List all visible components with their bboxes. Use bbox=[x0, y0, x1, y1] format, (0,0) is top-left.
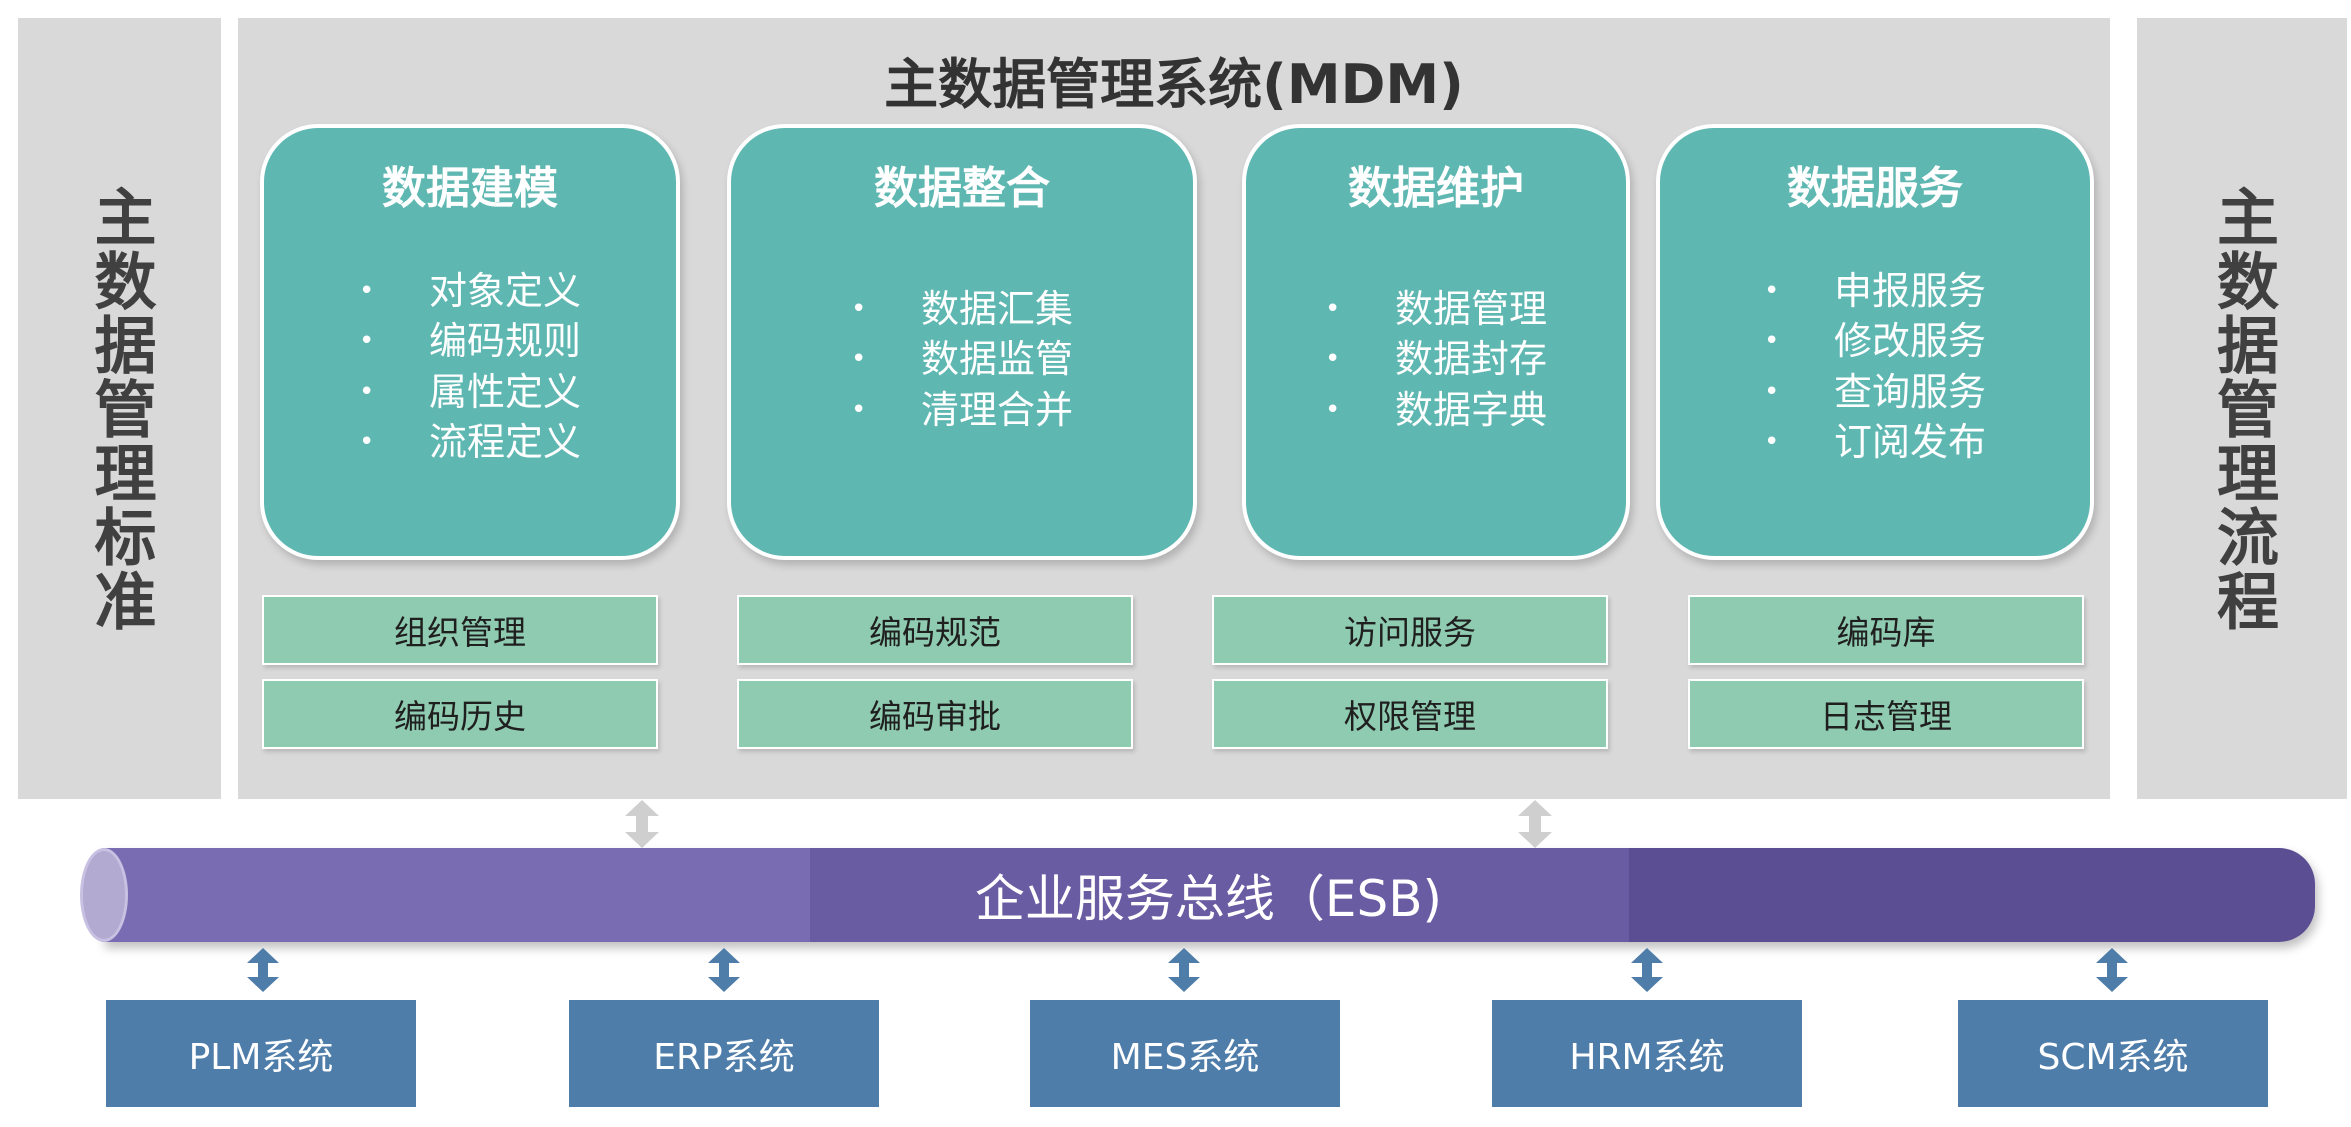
system-scm: SCM系统 bbox=[1958, 1000, 2268, 1107]
mdm-panel: 主数据管理系统(MDM) 数据建模 •对象定义 •编码规则 •属性定义 •流程定… bbox=[238, 18, 2110, 799]
double-arrow-icon bbox=[1629, 948, 1665, 992]
card-title: 数据整合 bbox=[874, 163, 1050, 214]
standards-panel-label: 主数据管理标准 bbox=[83, 184, 157, 633]
double-arrow-icon bbox=[245, 948, 281, 992]
esb-bus: 企业服务总线（ESB) bbox=[102, 848, 2315, 942]
list-item: •属性定义 bbox=[358, 369, 581, 414]
bullet-icon: • bbox=[1324, 293, 1341, 324]
list-item: •申报服务 bbox=[1763, 268, 1986, 313]
bullet-icon: • bbox=[1763, 326, 1780, 356]
list-item: •数据汇集 bbox=[850, 286, 1073, 331]
card-title: 数据服务 bbox=[1787, 163, 1963, 214]
bullet-icon: • bbox=[1763, 376, 1780, 407]
system-mes: MES系统 bbox=[1030, 1000, 1340, 1107]
bullet-icon: • bbox=[850, 293, 867, 324]
card-title: 数据维护 bbox=[1348, 163, 1524, 214]
list-item: •编码规则 bbox=[358, 319, 581, 363]
esb-label: 企业服务总线（ESB) bbox=[974, 870, 1443, 928]
card-data-maintenance: 数据维护 •数据管理 •数据封存 •数据字典 bbox=[1242, 124, 1630, 560]
module-access-service: 访问服务 bbox=[1212, 595, 1608, 665]
bullet-icon: • bbox=[358, 376, 375, 407]
card-data-integration: 数据整合 •数据汇集 •数据监管 •清理合并 bbox=[727, 124, 1197, 560]
list-item: •订阅发布 bbox=[1763, 420, 1986, 464]
card-data-modeling: 数据建模 •对象定义 •编码规则 •属性定义 •流程定义 bbox=[260, 124, 680, 560]
system-plm: PLM系统 bbox=[106, 1000, 416, 1107]
double-arrow-icon bbox=[621, 800, 663, 848]
bullet-icon: • bbox=[358, 275, 375, 306]
card-title: 数据建模 bbox=[382, 163, 558, 214]
bullet-icon: • bbox=[1324, 344, 1341, 374]
module-code-standard: 编码规范 bbox=[737, 595, 1133, 665]
list-item: •修改服务 bbox=[1763, 319, 1986, 363]
system-hrm: HRM系统 bbox=[1492, 1000, 1802, 1107]
list-item: •清理合并 bbox=[850, 387, 1073, 432]
card-item-list: •申报服务 •修改服务 •查询服务 •订阅发布 bbox=[1660, 264, 2090, 466]
list-item: •查询服务 bbox=[1763, 369, 1986, 414]
card-item-list: •数据汇集 •数据监管 •清理合并 bbox=[731, 282, 1193, 434]
module-code-library: 编码库 bbox=[1688, 595, 2084, 665]
double-arrow-icon bbox=[1166, 948, 1202, 992]
mdm-title: 主数据管理系统(MDM) bbox=[884, 53, 1464, 116]
list-item: •流程定义 bbox=[358, 420, 581, 464]
bullet-icon: • bbox=[1763, 427, 1780, 457]
system-erp: ERP系统 bbox=[569, 1000, 879, 1107]
process-panel-label: 主数据管理流程 bbox=[2206, 184, 2279, 633]
card-data-service: 数据服务 •申报服务 •修改服务 •查询服务 •订阅发布 bbox=[1656, 124, 2094, 560]
module-code-history: 编码历史 bbox=[262, 679, 658, 749]
double-arrow-icon bbox=[2094, 948, 2130, 992]
standards-panel: 主数据管理标准 bbox=[18, 18, 221, 799]
bullet-icon: • bbox=[850, 394, 867, 425]
module-code-approval: 编码审批 bbox=[737, 679, 1133, 749]
list-item: •数据字典 bbox=[1324, 387, 1547, 432]
bullet-icon: • bbox=[358, 326, 375, 356]
double-arrow-icon bbox=[1514, 800, 1556, 848]
card-item-list: •对象定义 •编码规则 •属性定义 •流程定义 bbox=[264, 264, 676, 466]
esb-bus-end-cap bbox=[80, 848, 128, 942]
list-item: •对象定义 bbox=[358, 268, 581, 313]
list-item: •数据管理 bbox=[1324, 286, 1547, 331]
module-permission-management: 权限管理 bbox=[1212, 679, 1608, 749]
module-log-management: 日志管理 bbox=[1688, 679, 2084, 749]
list-item: •数据监管 bbox=[850, 337, 1073, 381]
module-org-management: 组织管理 bbox=[262, 595, 658, 665]
bullet-icon: • bbox=[1324, 394, 1341, 425]
bullet-icon: • bbox=[1763, 275, 1780, 306]
list-item: •数据封存 bbox=[1324, 337, 1547, 381]
card-item-list: •数据管理 •数据封存 •数据字典 bbox=[1246, 282, 1626, 434]
bullet-icon: • bbox=[850, 344, 867, 374]
double-arrow-icon bbox=[706, 948, 742, 992]
bullet-icon: • bbox=[358, 427, 375, 457]
process-panel: 主数据管理流程 bbox=[2137, 18, 2347, 799]
